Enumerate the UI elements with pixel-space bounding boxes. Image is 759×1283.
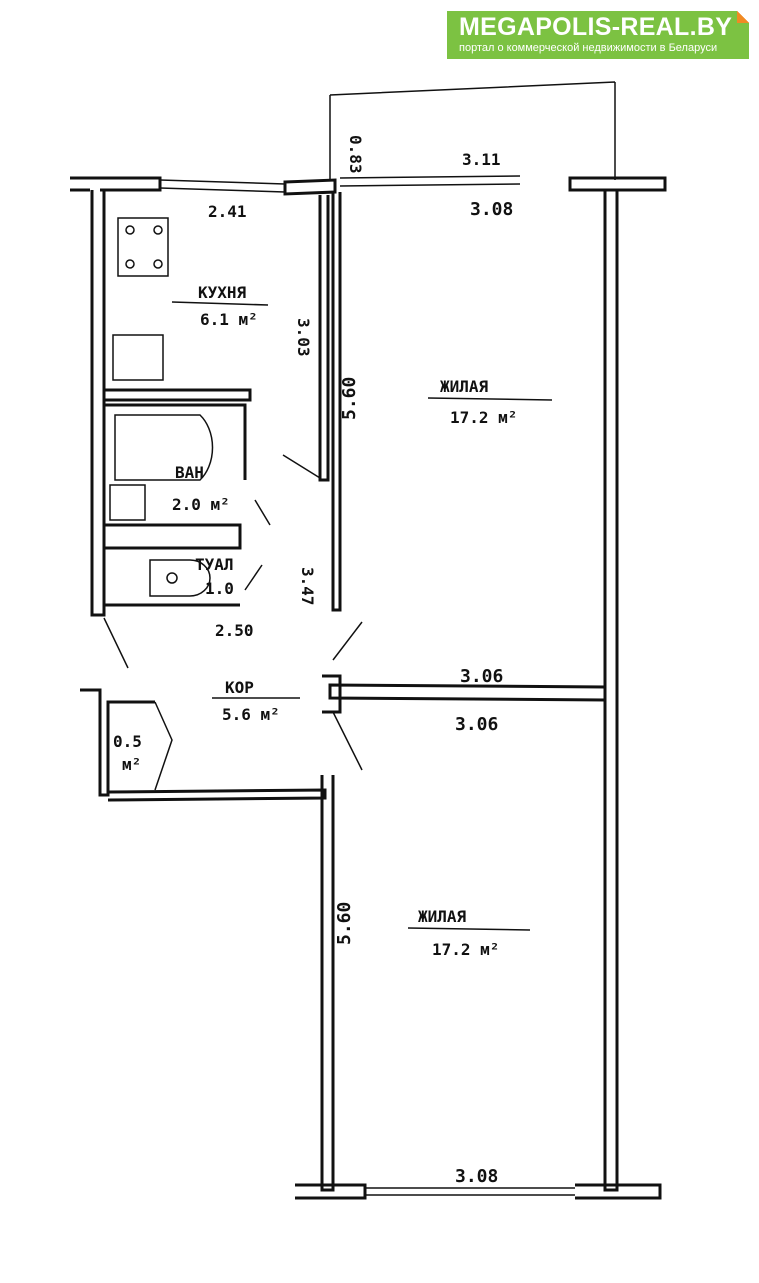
wall-segment <box>568 176 667 192</box>
logo-subtitle: портал о коммерческой недвижимости в Бел… <box>459 42 718 54</box>
kitchen-window <box>159 179 286 193</box>
room1-left-wall <box>331 192 342 612</box>
room1-window <box>339 175 521 187</box>
bath-name: ВАН <box>175 463 204 482</box>
room2-bottom-width-label: 3.08 <box>455 1166 498 1187</box>
closet-unit: м² <box>122 755 141 774</box>
wc-width-label: 2.50 <box>215 621 254 640</box>
toilet-name: ТУАЛ <box>195 555 234 574</box>
door-swings <box>103 454 363 771</box>
logo-corner-fold <box>737 11 749 23</box>
labels: 0.83 3.11 3.08 2.41 КУХНЯ 6.1 м² 3.03 5.… <box>113 135 553 1187</box>
toilet-area: 1.0 <box>205 579 234 598</box>
stove <box>117 217 169 277</box>
corridor-jamb <box>322 674 342 714</box>
room2-left-wall <box>320 775 335 1192</box>
closet-area: 0.5 <box>113 732 142 751</box>
wall-segment <box>283 178 337 196</box>
room-divider-wall <box>328 683 607 702</box>
room2-length-label: 5.60 <box>334 902 355 945</box>
room1-length-label: 5.60 <box>339 377 360 420</box>
kitchen-length-label: 3.03 <box>294 318 313 357</box>
kitchen-area: 6.1 м² <box>200 310 258 329</box>
room2-window <box>365 1187 575 1196</box>
bath-area: 2.0 м² <box>172 495 230 514</box>
kitchen-width-label: 2.41 <box>208 202 247 221</box>
bottom-wall <box>295 1183 662 1200</box>
room1-area: 17.2 м² <box>450 408 517 427</box>
corridor-bottom-wall <box>107 788 327 802</box>
toilet-bowl <box>166 572 178 584</box>
balcony-width-label: 3.11 <box>462 150 501 169</box>
sink <box>109 484 146 521</box>
room2-top-width-label: 3.06 <box>455 714 498 735</box>
walls <box>70 81 667 1200</box>
room1-name: ЖИЛАЯ <box>440 377 489 396</box>
corridor-name: КОР <box>225 678 254 697</box>
bathtub <box>114 414 214 481</box>
balcony-outline <box>329 81 616 180</box>
corridor-area: 5.6 м² <box>222 705 280 724</box>
site-logo[interactable]: MEGAPOLIS-REAL.BY портал о коммерческой … <box>447 11 749 59</box>
room2-name: ЖИЛАЯ <box>418 907 467 926</box>
kitchen-top-wall <box>70 176 162 192</box>
right-wall <box>603 190 619 1192</box>
toilet-fixture <box>149 559 211 597</box>
left-wall <box>90 190 106 617</box>
corridor-length-label: 3.47 <box>298 567 317 606</box>
room2-area: 17.2 м² <box>432 940 499 959</box>
closet-door <box>154 701 173 791</box>
logo-title: MEGAPOLIS-REAL.BY <box>459 13 733 41</box>
room1-top-width-label: 3.08 <box>470 199 513 220</box>
kitchen-name: КУХНЯ <box>198 283 247 302</box>
room1-bottom-width-label: 3.06 <box>460 666 503 687</box>
balcony-depth-label: 0.83 <box>346 135 365 174</box>
closet-walls <box>80 688 155 797</box>
bathroom-walls <box>104 388 252 607</box>
kitchen-sink <box>112 334 164 381</box>
kitchen-partition <box>318 195 330 482</box>
